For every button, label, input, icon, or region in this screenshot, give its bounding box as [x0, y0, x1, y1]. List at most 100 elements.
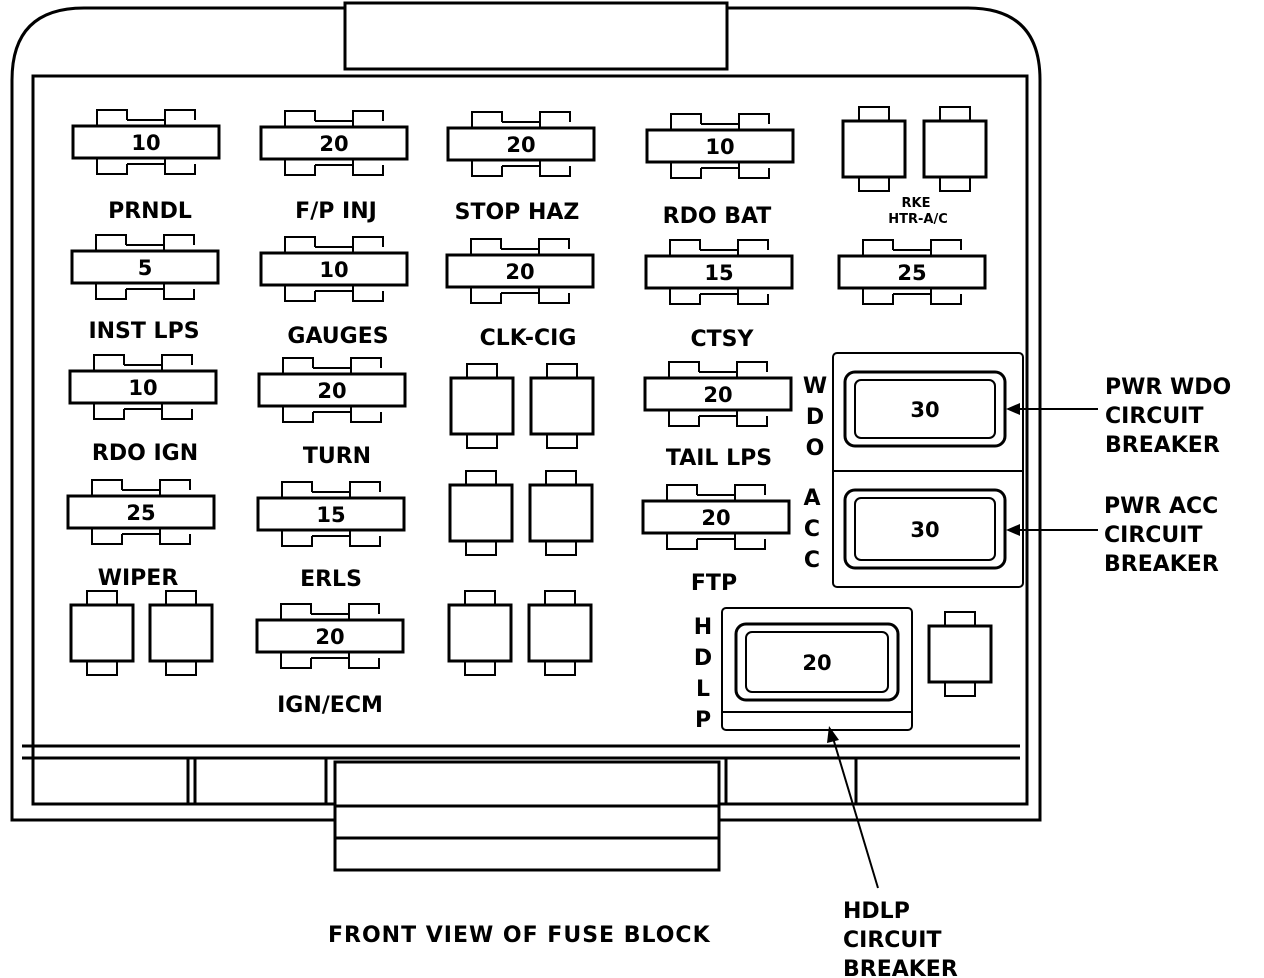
diagram-caption: FRONT VIEW OF FUSE BLOCK — [328, 923, 711, 948]
breaker-side-letter: D — [806, 405, 824, 430]
fuse-terminal — [736, 410, 768, 427]
fuse-terminal — [161, 354, 193, 371]
fuse-rating: 20 — [315, 625, 344, 649]
fuse-rating: 20 — [506, 133, 535, 157]
fuse-body — [645, 128, 795, 164]
fuse-rating: 10 — [705, 135, 734, 159]
empty-fuse-socket — [528, 470, 594, 556]
empty-fuse-socket — [922, 106, 988, 192]
breaker-callout-text: HDLP — [843, 899, 910, 924]
fuse-rating: 20 — [701, 506, 730, 530]
breaker-side-letter: P — [695, 708, 711, 733]
fuse-terminal — [539, 111, 571, 128]
fuse-terminal — [734, 533, 766, 550]
breaker-side-letter: D — [694, 646, 712, 671]
connector-tab — [333, 760, 721, 872]
fuse-body — [445, 253, 595, 289]
htr-ac-label: HTR-A/C — [888, 212, 948, 227]
breaker-rating: 20 — [802, 651, 831, 675]
fuse-terminal — [95, 283, 127, 300]
fuse-terminal — [539, 160, 571, 177]
fuse-rating: 25 — [897, 261, 926, 285]
breaker-side-letter: O — [806, 436, 825, 461]
fuse-body — [259, 125, 409, 161]
hdlp-breaker-frame — [721, 607, 913, 731]
empty-fuse-socket — [527, 590, 593, 676]
fuse-terminal — [281, 481, 313, 498]
fuse-terminal — [284, 159, 316, 176]
fuse-body — [66, 494, 216, 530]
breaker-side-letter: C — [804, 517, 820, 542]
fuse-label: WIPER — [98, 566, 179, 591]
fuse-terminal — [930, 288, 962, 305]
fuse-rating: 15 — [704, 261, 733, 285]
fuse-terminal — [470, 287, 502, 304]
fuse-body — [446, 126, 596, 162]
fuse-body — [257, 372, 407, 408]
fuse-body — [68, 369, 218, 405]
breaker-callout-text: CIRCUIT — [1104, 523, 1202, 548]
fuse: 20F/P INJ — [259, 110, 409, 224]
fuse-terminal — [738, 113, 770, 130]
fuse-terminal — [471, 160, 503, 177]
breaker-side-letter: W — [803, 374, 827, 399]
fuse-terminal — [284, 285, 316, 302]
fuse-terminal — [164, 158, 196, 175]
fuse-terminal — [538, 287, 570, 304]
breaker-body — [843, 488, 1007, 570]
fuse-label: RDO BAT — [663, 204, 772, 229]
fuse-rating: 20 — [319, 132, 348, 156]
fuse-body — [641, 499, 791, 535]
fuse-terminal — [350, 357, 382, 374]
fuse-label: RDO IGN — [92, 441, 198, 466]
fuse-terminal — [164, 109, 196, 126]
fuse-terminal — [470, 238, 502, 255]
empty-fuse-socket — [927, 611, 993, 697]
fuse-body — [837, 254, 987, 290]
fuse-rating: 10 — [128, 376, 157, 400]
fuse-terminal — [282, 357, 314, 374]
fuse-terminal — [163, 283, 195, 300]
top-tab — [343, 1, 729, 71]
fuse-rating: 15 — [316, 503, 345, 527]
fuse-rating: 20 — [703, 383, 732, 407]
fuse-terminal — [91, 479, 123, 496]
fuse-terminal — [282, 406, 314, 423]
fuse-terminal — [352, 159, 384, 176]
empty-fuse-socket — [447, 590, 513, 676]
fuse-terminal — [281, 530, 313, 547]
fuse-terminal — [670, 113, 702, 130]
fuse-terminal — [349, 481, 381, 498]
fuse-terminal — [930, 239, 962, 256]
fuse-terminal — [163, 234, 195, 251]
empty-fuse-socket — [841, 106, 907, 192]
breaker-callout-text: PWR WDO — [1105, 375, 1231, 400]
fuse-terminal — [284, 110, 316, 127]
fuse-label: INST LPS — [88, 319, 199, 344]
fuse-body — [259, 251, 409, 287]
fuse-terminal — [352, 285, 384, 302]
fuse-terminal — [96, 109, 128, 126]
breaker-callout-text: CIRCUIT — [843, 928, 941, 953]
fuse-terminal — [352, 110, 384, 127]
empty-fuse-socket — [529, 363, 595, 449]
fuse-terminal — [96, 158, 128, 175]
breaker-callout-text: CIRCUIT — [1105, 404, 1203, 429]
fuse-terminal — [161, 403, 193, 420]
breaker-callout-text: BREAKER — [1104, 552, 1219, 577]
fuse-terminal — [284, 236, 316, 253]
fuse-terminal — [668, 361, 700, 378]
callout-arrows — [827, 403, 1098, 889]
fuse-terminal — [93, 354, 125, 371]
